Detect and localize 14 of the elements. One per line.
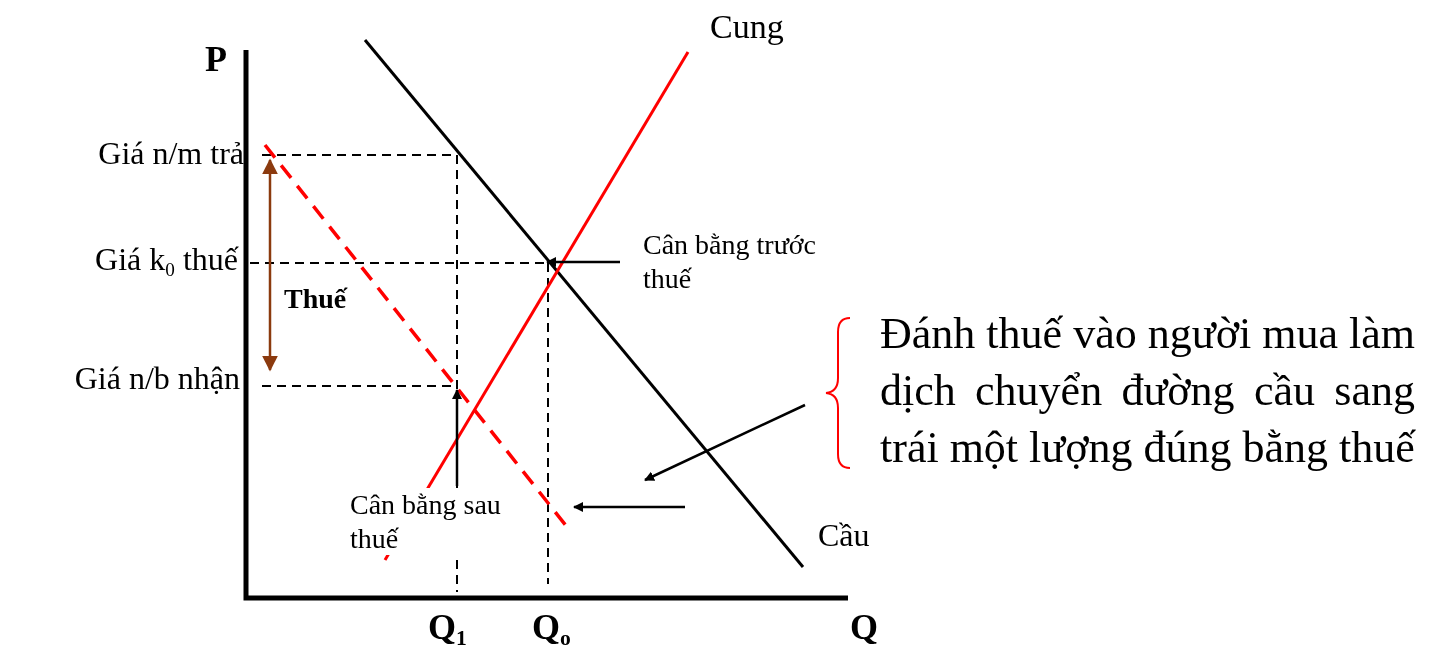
quantity-label: Q$_{o}$ bbox=[532, 608, 571, 652]
axis-label: Q bbox=[850, 608, 878, 648]
explanation-text: Đánh thuế vào người mua làm dịch chuyển đường cầu sang trái một lượng đúng bằng thuế bbox=[880, 305, 1415, 477]
arrow bbox=[546, 257, 620, 267]
quantity-label: Q$_{1}$ bbox=[428, 608, 467, 652]
price-label: Giá k$_{0}$ thuế bbox=[95, 242, 238, 280]
price-label: Giá n/b nhận bbox=[74, 361, 240, 397]
price-label: Giá n/m trả bbox=[98, 136, 244, 172]
callout-text: Cân bằng trước thuế bbox=[643, 228, 848, 296]
tax-label: Thuế bbox=[284, 284, 347, 315]
curve-label: Cầu bbox=[818, 518, 870, 554]
axis-label: P bbox=[205, 40, 227, 80]
arrow bbox=[452, 389, 462, 486]
curve-label: Cung bbox=[710, 8, 784, 46]
